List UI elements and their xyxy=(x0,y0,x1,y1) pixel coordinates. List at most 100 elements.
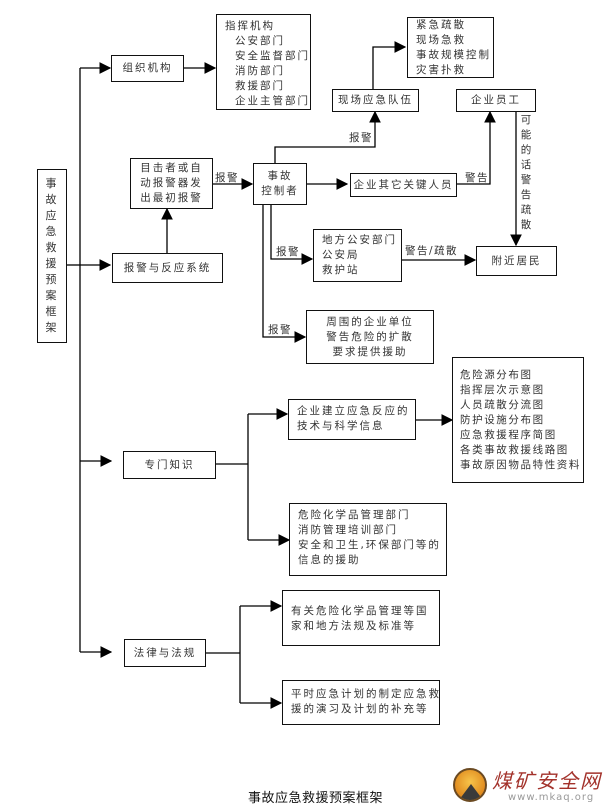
plans-line: 平时应急计划的制定应急救 xyxy=(291,688,441,700)
root-char: 事 xyxy=(45,177,59,190)
root-char: 架 xyxy=(45,321,59,334)
controller-line: 事故 xyxy=(267,170,293,182)
task-item: 现场急救 xyxy=(416,34,466,46)
controller-line: 控制者 xyxy=(261,185,299,197)
command-item: 安全监督部门 xyxy=(235,50,310,62)
root-char: 急 xyxy=(45,225,59,238)
logo-url: www.mkaq.org xyxy=(508,792,595,803)
maps-node[interactable]: 危险源分布图 指挥层次示意图 人员疏散分流图 防护设施分布图 应急救援程序简图 … xyxy=(452,357,584,483)
command-title: 指挥机构 xyxy=(225,20,275,32)
tech-info-line: 技术与科学信息 xyxy=(297,420,385,432)
edge-label-report: 报警 xyxy=(215,172,239,184)
vertical-label-char: 可 xyxy=(520,114,532,126)
command-item: 公安部门 xyxy=(235,35,285,47)
edge-key-staff xyxy=(457,110,496,185)
support-line: 危险化学品管理部门 xyxy=(298,509,411,521)
plans-node[interactable]: 平时应急计划的制定应急救 援的演习及计划的补充等 xyxy=(282,680,440,725)
root-char: 案 xyxy=(45,289,59,302)
root-char: 故 xyxy=(45,193,59,206)
alarm-system-label: 报警与反应系统 xyxy=(123,261,212,274)
edge-label-warn: 警告 xyxy=(465,172,489,184)
initial-line: 出最初报警 xyxy=(140,192,203,204)
edge-controller-neighbors xyxy=(262,205,307,343)
map-item: 各类事故救援线路图 xyxy=(460,444,569,456)
root-char: 救 xyxy=(45,241,59,254)
vertical-label-char: 的 xyxy=(520,144,532,156)
root-char: 应 xyxy=(45,209,59,222)
agency-item: 救护站 xyxy=(322,264,360,276)
onsite-tasks-node[interactable]: 紧急疏散 现场急救 事故规模控制 灾害扑救 xyxy=(407,17,494,78)
site-logo[interactable]: 煤矿安全网 www.mkaq.org xyxy=(450,765,610,809)
tech-info-line: 企业建立应急反应的 xyxy=(297,405,410,417)
edge-onsite-tasks xyxy=(372,41,407,89)
vertical-label-char: 警 xyxy=(520,174,532,186)
law-label: 法律与法规 xyxy=(133,646,197,659)
agency-item: 公安局 xyxy=(322,249,360,261)
root-char: 框 xyxy=(45,305,59,318)
support-line: 安全和卫生,环保部门等的 xyxy=(298,539,441,551)
task-item: 灾害扑救 xyxy=(416,64,466,76)
logo-emblem-icon xyxy=(453,768,487,802)
agency-item: 地方公安部门 xyxy=(322,234,397,246)
residents-label: 附近居民 xyxy=(491,254,542,267)
org-node[interactable]: 组织机构 xyxy=(111,55,184,82)
logo-name: 煤矿安全网 xyxy=(492,769,602,793)
org-label: 组织机构 xyxy=(122,62,173,74)
root-char: 预 xyxy=(45,273,59,286)
command-item: 救援部门 xyxy=(235,80,285,92)
command-node[interactable]: 指挥机构 公安部门 安全监督部门 消防部门 救援部门 企业主管部门 xyxy=(216,14,311,110)
command-item: 消防部门 xyxy=(235,65,285,77)
onsite-team-node[interactable]: 现场应急队伍 xyxy=(332,89,419,112)
vertical-label-char: 话 xyxy=(520,159,532,171)
neighbors-line: 周围的企业单位 xyxy=(326,315,414,328)
support-node[interactable]: 危险化学品管理部门 消防管理培训部门 安全和卫生,环保部门等的 信息的援助 xyxy=(289,503,447,576)
vertical-label-char: 能 xyxy=(520,129,532,141)
map-item: 事故原因物品特性资料 xyxy=(460,459,581,471)
support-line: 信息的援助 xyxy=(298,554,361,566)
regulations-node[interactable]: 有关危险化学品管理等国 家和地方法规及标准等 xyxy=(282,590,440,646)
onsite-team-label: 现场应急队伍 xyxy=(338,94,413,106)
edge-label-report: 报警 xyxy=(268,324,292,336)
local-agencies-node[interactable]: 地方公安部门 公安局 救护站 xyxy=(313,229,402,282)
edge-controller-onsite xyxy=(274,110,381,163)
staff-node[interactable]: 企业员工 xyxy=(456,89,536,112)
edge-label-report: 报警 xyxy=(349,132,373,144)
diagram-caption: 事故应急救援预案框架 xyxy=(248,791,384,806)
staff-label: 企业员工 xyxy=(471,94,521,106)
key-personnel-label: 企业其它关键人员 xyxy=(353,178,454,191)
map-item: 危险源分布图 xyxy=(460,369,533,381)
neighbors-line: 要求提供援助 xyxy=(332,345,408,358)
regulations-line: 家和地方法规及标准等 xyxy=(291,620,416,632)
tech-info-node[interactable]: 企业建立应急反应的 技术与科学信息 xyxy=(288,399,416,440)
task-item: 紧急疏散 xyxy=(416,19,466,31)
plans-line: 援的演习及计划的补充等 xyxy=(291,703,429,715)
map-item: 人员疏散分流图 xyxy=(460,399,545,411)
key-personnel-node[interactable]: 企业其它关键人员 xyxy=(350,173,457,197)
edge-label-warn-evacuate: 警告/疏散 xyxy=(405,245,459,257)
regulations-line: 有关危险化学品管理等国 xyxy=(291,605,429,617)
task-item: 事故规模控制 xyxy=(416,49,491,61)
command-item: 企业主管部门 xyxy=(235,95,310,107)
neighbors-line: 警告危险的扩散 xyxy=(326,330,414,343)
vertical-label-char: 告 xyxy=(520,189,532,201)
initial-line: 动报警器发 xyxy=(140,177,203,189)
knowledge-node[interactable]: 专门知识 xyxy=(123,451,216,479)
law-node[interactable]: 法律与法规 xyxy=(124,639,206,667)
vertical-label-char: 疏 xyxy=(520,204,532,216)
residents-node[interactable]: 附近居民 xyxy=(476,246,557,276)
controller-node[interactable]: 事故 控制者 xyxy=(253,163,307,205)
vertical-label-char: 散 xyxy=(520,219,532,231)
neighbors-node[interactable]: 周围的企业单位 警告危险的扩散 要求提供援助 xyxy=(306,310,434,364)
initial-line: 目击者或自 xyxy=(140,162,203,174)
map-item: 应急救援程序简图 xyxy=(460,429,557,441)
root-char: 援 xyxy=(45,257,59,270)
map-item: 防护设施分布图 xyxy=(460,414,545,426)
initial-alarm-node[interactable]: 目击者或自 动报警器发 出最初报警 xyxy=(130,158,213,209)
support-line: 消防管理培训部门 xyxy=(298,524,398,536)
edge-label-report: 报警 xyxy=(276,246,300,258)
edge-controller-agencies xyxy=(270,205,314,265)
root-node[interactable]: 事 故 应 急 救 援 预 案 框 架 xyxy=(37,169,67,343)
map-item: 指挥层次示意图 xyxy=(460,384,545,396)
alarm-system-node[interactable]: 报警与反应系统 xyxy=(112,253,223,283)
